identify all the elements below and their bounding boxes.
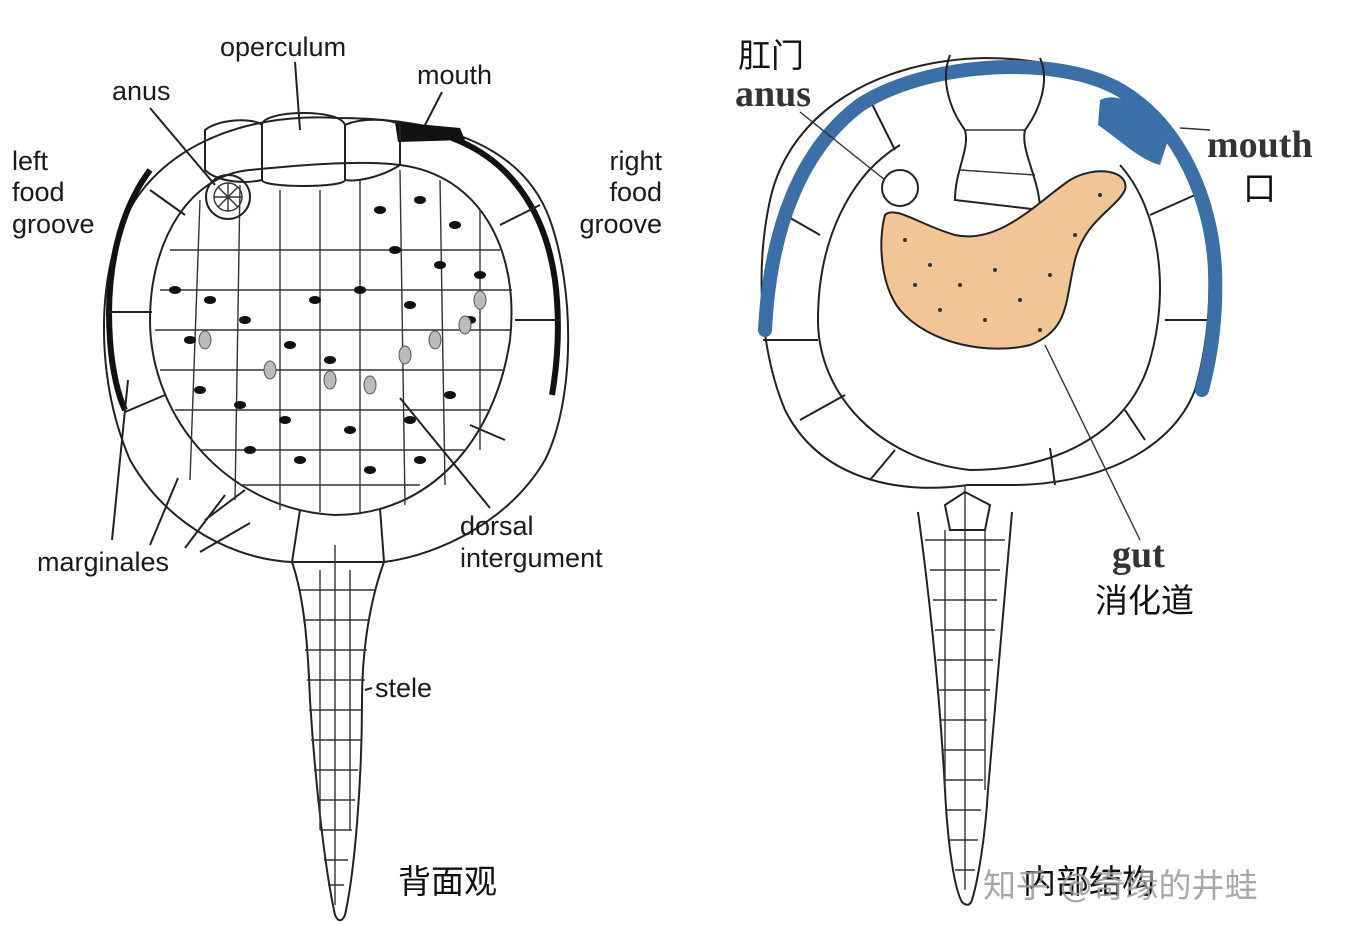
integument-grey-spots xyxy=(198,290,487,395)
label-anus: anus xyxy=(112,76,171,106)
label-anus-cn: 肛门 xyxy=(738,36,804,75)
left-leader-lines xyxy=(111,61,491,691)
left-stele-segments xyxy=(300,545,375,905)
label-gut-en: gut xyxy=(1112,534,1165,576)
label-mouth: mouth xyxy=(417,60,492,90)
operculum-plate xyxy=(261,112,346,187)
operculum-plate-left xyxy=(204,119,263,183)
label-stele: stele xyxy=(375,673,432,703)
mouth-plate xyxy=(395,122,465,142)
right-diagram: 肛门 anus mouth 口 gut 消化道 内部结构 xyxy=(735,36,1313,906)
label-right-food-groove-b: food xyxy=(609,177,662,207)
right-food-groove-blue xyxy=(758,60,1223,397)
label-marginales: marginales xyxy=(37,547,169,577)
label-gut-cn: 消化道 xyxy=(1095,581,1194,620)
marginal-plate-dividers xyxy=(108,189,560,563)
left-food-groove-thick xyxy=(106,168,153,412)
label-left-food-groove-1: left xyxy=(12,146,49,176)
label-operculum: operculum xyxy=(220,32,346,62)
left-stele xyxy=(291,561,385,922)
label-right-food-groove-c: groove xyxy=(579,209,662,239)
right-operculum-inner xyxy=(959,129,1036,176)
label-dorsal-1: dorsal xyxy=(460,511,534,541)
label-mouth-en: mouth xyxy=(1207,124,1313,166)
integument-spots xyxy=(169,196,486,474)
right-operculum xyxy=(944,54,1045,212)
right-anus-circle xyxy=(881,169,919,207)
right-stele-segments xyxy=(925,485,1005,890)
label-anus-en: anus xyxy=(735,73,811,115)
right-gut-dots xyxy=(903,193,1102,332)
watermark: 知乎 @奇缘的井蛙 xyxy=(983,866,1258,905)
label-mouth-cn: 口 xyxy=(1243,169,1276,208)
label-left-food-groove-2: food xyxy=(12,177,65,207)
right-gut xyxy=(880,170,1127,350)
right-inner-oval xyxy=(816,144,1161,472)
anus-rosette xyxy=(205,174,251,220)
left-diagram: operculum mouth anus left food groove ri… xyxy=(12,32,662,922)
label-right-food-groove-a: right xyxy=(609,146,662,176)
label-dorsal-2: intergument xyxy=(460,543,603,573)
right-mouth-blue-patch xyxy=(1098,97,1168,165)
caption-dorsal-view: 背面观 xyxy=(398,862,497,901)
right-stele xyxy=(917,511,1013,906)
label-left-food-groove-3: groove xyxy=(12,209,95,239)
operculum-plate-right xyxy=(344,118,401,182)
caption-internal-structure: 内部结构 xyxy=(1023,862,1155,901)
right-leader-lines xyxy=(799,111,1211,541)
right-food-groove-thick xyxy=(450,135,561,396)
